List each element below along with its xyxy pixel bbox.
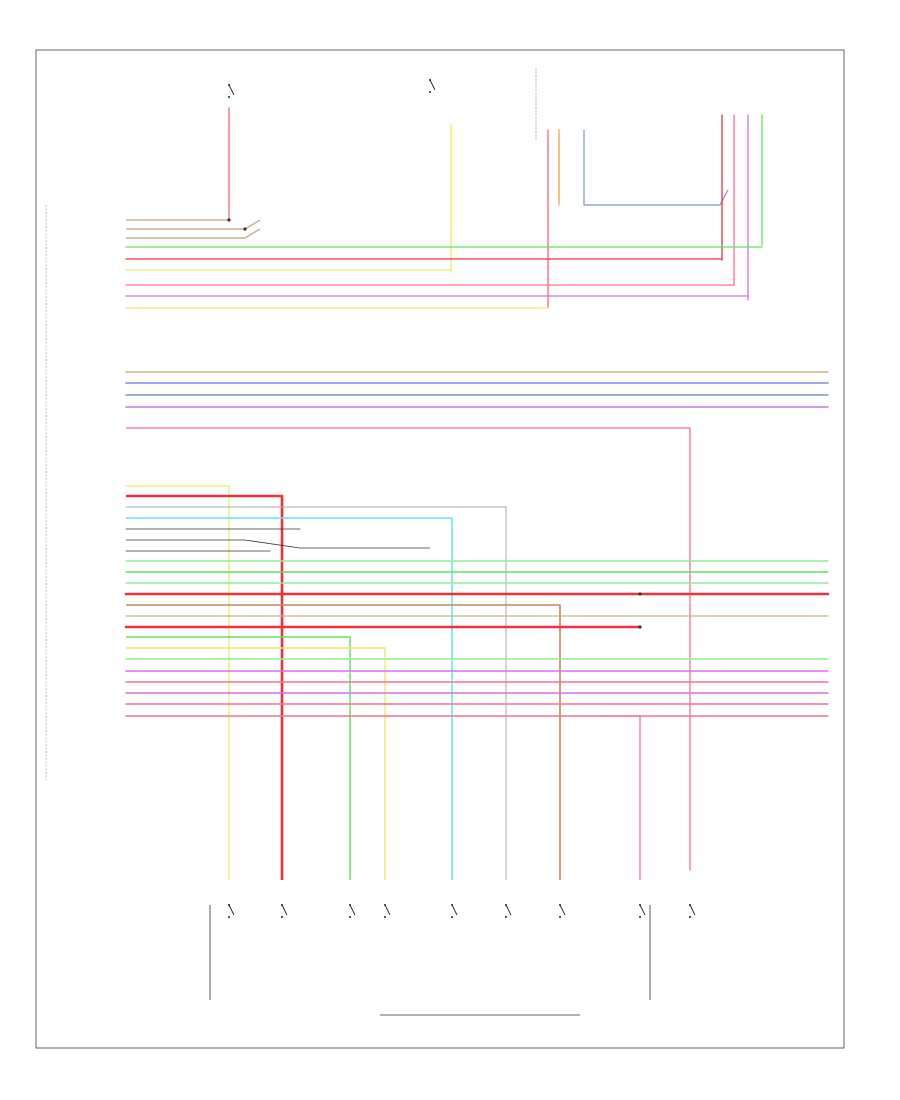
splice-dot [227, 218, 231, 222]
switch-symbol-3 [349, 904, 356, 918]
switch-symbol-5 [451, 904, 458, 918]
splice-dot [638, 625, 642, 629]
switch-symbol-6 [505, 904, 512, 918]
wire-group [124, 67, 830, 1016]
splice-dot [243, 227, 247, 231]
wire-low-15 [126, 636, 351, 880]
switch-symbol-8 [639, 904, 646, 918]
switch-symbol-1 [228, 904, 235, 918]
diagram-frame [35, 49, 845, 1049]
wire-low-3 [126, 506, 507, 880]
switch-symbol-top-2 [429, 79, 436, 93]
wire-low-12 [126, 604, 561, 880]
switch-symbol-4 [384, 904, 391, 918]
wire-low-1 [126, 485, 230, 880]
wire-sensor-ret [583, 130, 729, 206]
switch-symbol-top-1 [228, 84, 235, 98]
switch-symbol-7 [559, 904, 566, 918]
wire-bus-5 [126, 427, 691, 770]
wire-top-3 [126, 228, 261, 239]
wire-low-2 [126, 494, 284, 880]
wire-low-6 [126, 539, 430, 549]
wire-top-2 [126, 219, 261, 230]
component-group [227, 79, 696, 918]
wire-low-23 [600, 715, 641, 880]
wire-low-16 [126, 647, 386, 880]
wire-low-4 [126, 517, 453, 880]
switch-symbol-2 [281, 904, 288, 918]
switch-symbol-9 [689, 904, 696, 918]
splice-dot [638, 592, 642, 596]
